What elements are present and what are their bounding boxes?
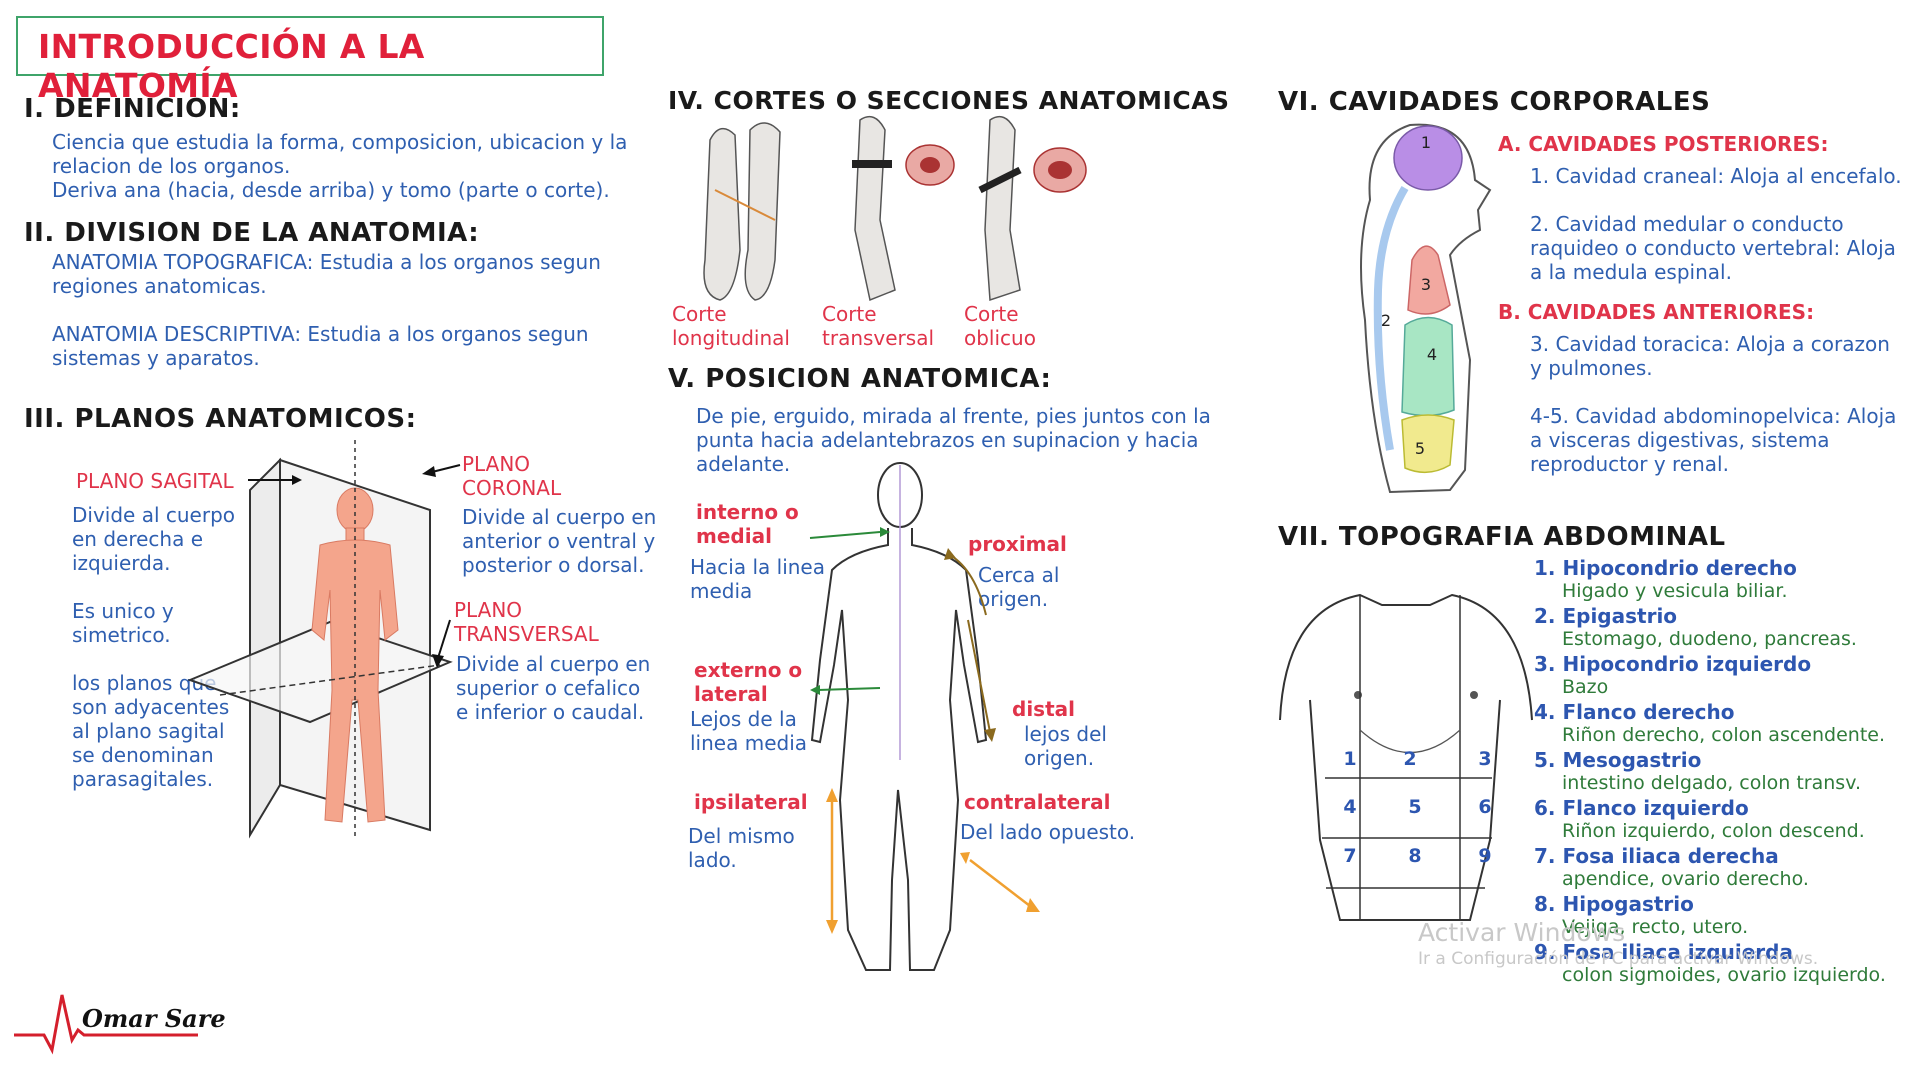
corte-longitudinal-label: Corte longitudinal bbox=[672, 302, 790, 350]
abdominal-cavity bbox=[1401, 316, 1455, 417]
topografia-region-desc: intestino delgado, colon transv. bbox=[1562, 772, 1861, 794]
topografia-region-desc: Higado y vesicula biliar. bbox=[1562, 580, 1788, 602]
signature-heartbeat-logo bbox=[14, 994, 198, 1055]
cavidades-anteriores-header: B. CAVIDADES ANTERIORES: bbox=[1498, 300, 1815, 324]
division-descriptiva: ANATOMIA DESCRIPTIVA: Estudia a los orga… bbox=[52, 322, 589, 370]
grid-number-1: 1 bbox=[1343, 748, 1356, 770]
distal-text: lejos del origen. bbox=[1024, 722, 1107, 770]
planes-illustration bbox=[187, 440, 461, 840]
pelvic-cavity bbox=[1401, 414, 1455, 474]
activation-watermark: Activar Windows Ir a Configuración de PC… bbox=[1418, 918, 1819, 969]
grid-number-2: 2 bbox=[1403, 748, 1416, 770]
definicion-text: Ciencia que estudia la forma, composicio… bbox=[52, 130, 628, 202]
topografia-region-desc: Estomago, duodeno, pancreas. bbox=[1562, 628, 1857, 650]
cavity-number-4: 4 bbox=[1427, 345, 1437, 364]
externo-label: externo o lateral bbox=[694, 658, 803, 706]
posicion-header: V. POSICION ANATOMICA: bbox=[668, 364, 1052, 394]
topografia-region-name: 6. Flanco izquierdo bbox=[1534, 796, 1749, 820]
spinal-cavity bbox=[1373, 185, 1409, 451]
cavidad-item-1: 1. Cavidad craneal: Aloja al encefalo. bbox=[1530, 164, 1902, 188]
ipsilateral-label: ipsilateral bbox=[694, 790, 808, 814]
cavidad-item-45: 4-5. Cavidad abdominopelvica: Aloja a vi… bbox=[1530, 404, 1897, 476]
posicion-description: De pie, erguido, mirada al frente, pies … bbox=[696, 404, 1211, 476]
cavidades-header: VI. CAVIDADES CORPORALES bbox=[1278, 87, 1711, 117]
transverse-plane bbox=[187, 620, 453, 724]
topografia-region-name: 5. Mesogastrio bbox=[1534, 748, 1702, 772]
topografia-region-name: 9. Fosa iliaca izquierda bbox=[1534, 940, 1793, 964]
topografia-region-name: 7. Fosa iliaca derecha bbox=[1534, 844, 1779, 868]
cranial-cavity bbox=[1393, 125, 1463, 191]
topografia-region-desc: colon sigmoides, ovario izquierdo. bbox=[1562, 964, 1886, 986]
grid-number-6: 6 bbox=[1478, 796, 1491, 818]
grid-number-8: 8 bbox=[1408, 845, 1421, 867]
corte-oblicuo-label: Corte oblicuo bbox=[964, 302, 1036, 350]
grid-number-3: 3 bbox=[1478, 748, 1491, 770]
cortes-illustration bbox=[703, 115, 1087, 302]
division-header: II. DIVISION DE LA ANATOMIA: bbox=[24, 218, 480, 248]
grid-number-7: 7 bbox=[1343, 845, 1356, 867]
topografia-region-desc: Riñon derecho, colon ascendente. bbox=[1562, 724, 1885, 746]
contralateral-text: Del lado opuesto. bbox=[960, 820, 1136, 844]
topografia-region-name: 4. Flanco derecho bbox=[1534, 700, 1735, 724]
body-outline-illustration bbox=[809, 462, 1040, 971]
corte-transversal-label: Corte transversal bbox=[822, 302, 935, 350]
cavity-number-2: 2 bbox=[1381, 311, 1391, 330]
topografia-region-name: 3. Hipocondrio izquierdo bbox=[1534, 652, 1812, 676]
grid-number-5: 5 bbox=[1408, 796, 1421, 818]
division-topografica: ANATOMIA TOPOGRAFICA: Estudia a los orga… bbox=[52, 250, 601, 298]
page-title: INTRODUCCIÓN A LA ANATOMÍA bbox=[38, 27, 425, 105]
signature-name: Omar Sare bbox=[82, 1004, 226, 1033]
topografia-region-desc: Vejiga, recto, utero. bbox=[1562, 916, 1749, 938]
cavity-number-5: 5 bbox=[1415, 439, 1425, 458]
cavity-number-1: 1 bbox=[1421, 133, 1431, 152]
topografia-region-name: 2. Epigastrio bbox=[1534, 604, 1678, 628]
title-box: INTRODUCCIÓN A LA ANATOMÍA bbox=[16, 16, 604, 105]
abdomen-illustration: 1 2 3 4 5 6 7 8 9 bbox=[1279, 593, 1533, 921]
thoracic-cavity bbox=[1407, 245, 1451, 315]
proximal-text: Cerca al origen. bbox=[978, 563, 1060, 611]
plano-transversal-text: Divide al cuerpo en superior o cefalico … bbox=[456, 652, 651, 724]
cavidad-item-2: 2. Cavidad medular o conducto raquideo o… bbox=[1530, 212, 1896, 284]
cavity-number-3: 3 bbox=[1421, 275, 1431, 294]
cavidad-item-3: 3. Cavidad toracica: Aloja a corazon y p… bbox=[1530, 332, 1890, 380]
plano-coronal-text: Divide al cuerpo en anterior o ventral y… bbox=[462, 505, 657, 577]
distal-label: distal bbox=[1012, 697, 1075, 721]
ipsilateral-text: Del mismo lado. bbox=[688, 824, 795, 872]
proximal-label: proximal bbox=[968, 532, 1067, 556]
plano-coronal-label: PLANO CORONAL bbox=[462, 452, 562, 500]
planos-header: III. PLANOS ANATOMICOS: bbox=[24, 404, 417, 434]
plano-sagital-text: Divide al cuerpo en derecha e izquierda.… bbox=[72, 503, 236, 791]
cortes-header: IV. CORTES O SECCIONES ANATOMICAS bbox=[668, 86, 1230, 115]
cavidades-posteriores-header: A. CAVIDADES POSTERIORES: bbox=[1498, 132, 1829, 156]
definicion-header: I. DEFINICION: bbox=[24, 94, 241, 124]
grid-number-9: 9 bbox=[1478, 845, 1491, 867]
externo-text: Lejos de la linea media bbox=[690, 707, 808, 755]
cavities-illustration: 1 2 3 4 5 bbox=[1360, 123, 1492, 494]
topografia-region-name: 8. Hipogastrio bbox=[1534, 892, 1694, 916]
topografia-region-desc: Riñon izquierdo, colon descend. bbox=[1562, 820, 1865, 842]
grid-number-4: 4 bbox=[1343, 796, 1356, 818]
topografia-region-desc: apendice, ovario derecho. bbox=[1562, 868, 1809, 890]
interno-label: interno o medial bbox=[696, 500, 799, 548]
topografia-region-desc: Bazo bbox=[1562, 676, 1609, 698]
interno-text: Hacia la linea media bbox=[690, 555, 825, 603]
topografia-region-name: 1. Hipocondrio derecho bbox=[1534, 556, 1797, 580]
topografia-header: VII. TOPOGRAFIA ABDOMINAL bbox=[1278, 522, 1726, 552]
plano-transversal-label: PLANO TRANSVERSAL bbox=[454, 598, 599, 646]
contralateral-label: contralateral bbox=[964, 790, 1111, 814]
plano-sagital-label: PLANO SAGITAL bbox=[76, 469, 234, 493]
